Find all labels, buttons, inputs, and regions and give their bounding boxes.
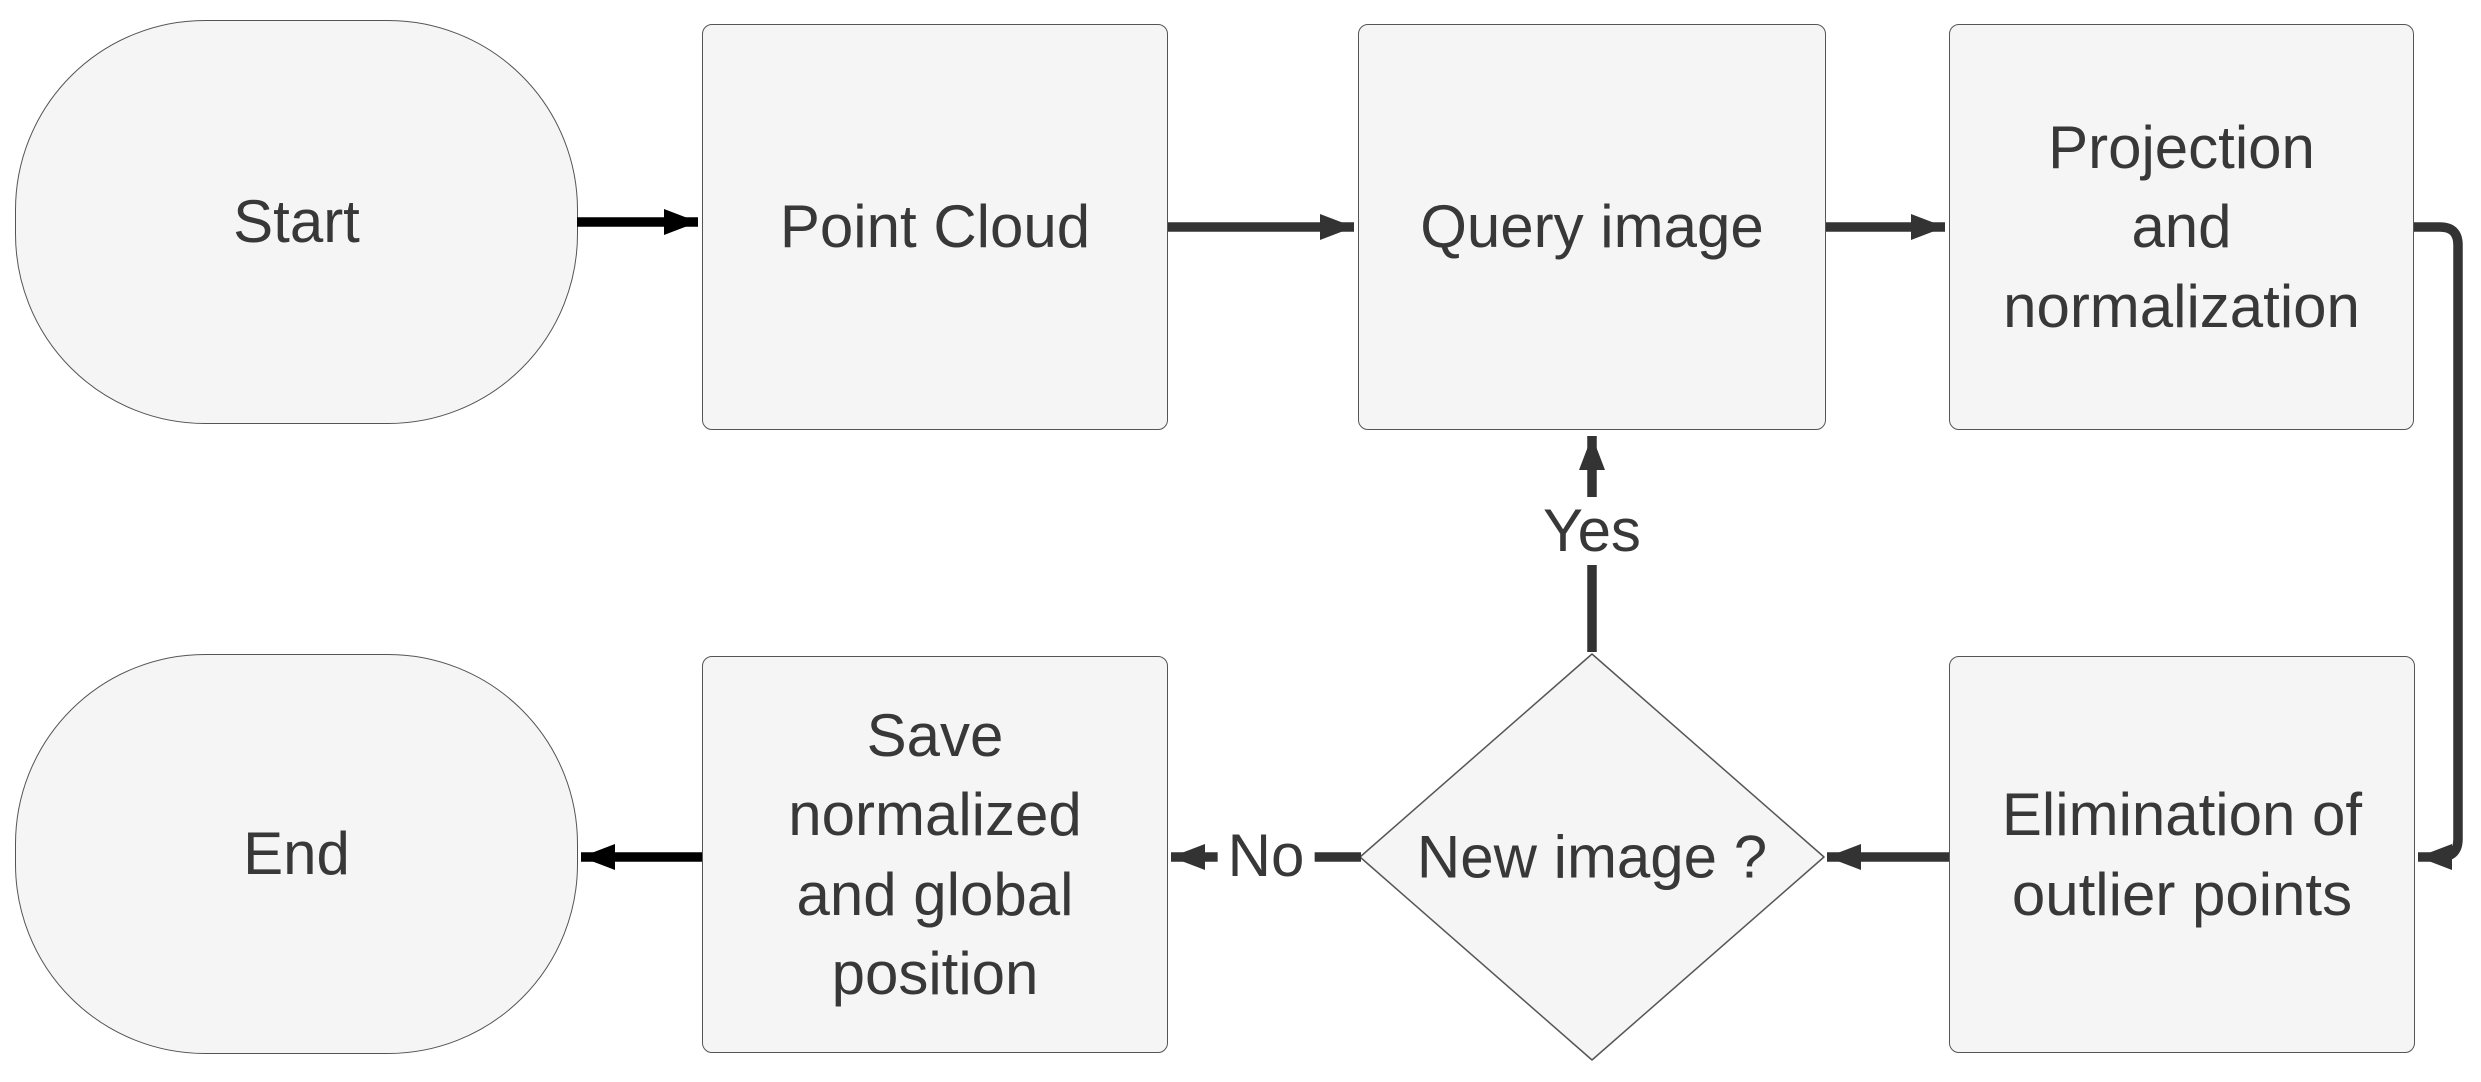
node-projection-normalization-label: Projection and normalization [2003, 114, 2360, 340]
node-query-image-label: Query image [1420, 193, 1764, 261]
node-new-image-label: New image ? [1416, 823, 1768, 891]
node-start: Start [15, 20, 578, 424]
node-point-cloud: Point Cloud [702, 24, 1168, 430]
node-start-label: Start [233, 188, 360, 256]
node-save-position: Save normalized and global position [702, 656, 1168, 1053]
node-point-cloud-label: Point Cloud [779, 193, 1091, 261]
node-projection-normalization: Projection and normalization [1949, 24, 2414, 430]
edge-label-no: No [1217, 822, 1315, 890]
node-end: End [15, 654, 578, 1054]
node-elimination-outliers-label: Elimination of outlier points [2001, 781, 2363, 928]
node-query-image: Query image [1358, 24, 1826, 430]
edge-label-yes: Yes [1533, 497, 1651, 565]
node-elimination-outliers: Elimination of outlier points [1949, 656, 2415, 1053]
node-save-position-label: Save normalized and global position [788, 702, 1082, 1007]
edge-projection-to-elimination [2414, 222, 2463, 870]
node-end-label: End [243, 820, 350, 888]
node-new-image-decision-shape [1359, 653, 1825, 1061]
